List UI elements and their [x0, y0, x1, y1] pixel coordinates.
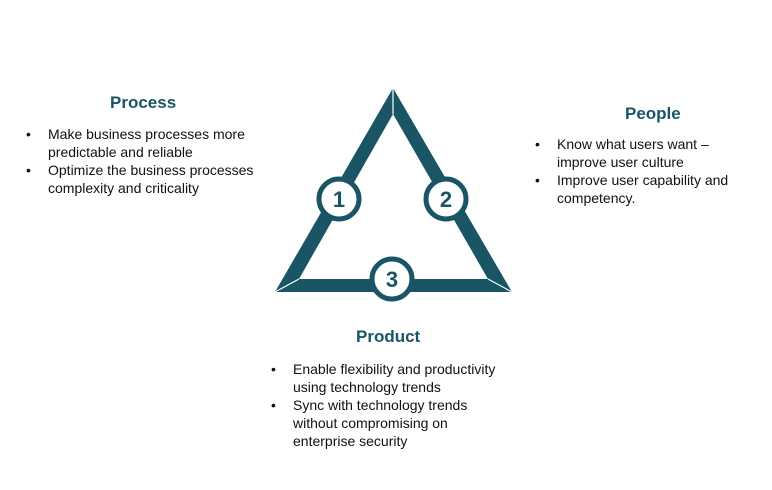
product-title: Product: [356, 327, 421, 346]
list-item: Enable flexibility and productivity usin…: [269, 360, 499, 396]
marker-2: 2: [423, 176, 469, 222]
list-item: Make business processes more predictable…: [24, 125, 264, 161]
product-bullets: Enable flexibility and productivity usin…: [269, 360, 499, 450]
marker-3: 3: [369, 256, 415, 302]
marker-3-label: 3: [386, 267, 398, 292]
marker-2-label: 2: [440, 187, 452, 212]
people-bullets: Know what users want – improve user cult…: [533, 135, 758, 207]
marker-1: 1: [316, 176, 362, 222]
triangle-frame: [275, 88, 512, 292]
list-item: Know what users want – improve user cult…: [533, 135, 758, 171]
marker-1-label: 1: [333, 187, 345, 212]
list-item: Improve user capability and competency.: [533, 171, 758, 207]
people-title: People: [625, 104, 681, 123]
process-bullets: Make business processes more predictable…: [24, 125, 264, 197]
list-item: Optimize the business processes complexi…: [24, 161, 264, 197]
process-title: Process: [110, 93, 177, 112]
list-item: Sync with technology trends without comp…: [269, 396, 499, 450]
